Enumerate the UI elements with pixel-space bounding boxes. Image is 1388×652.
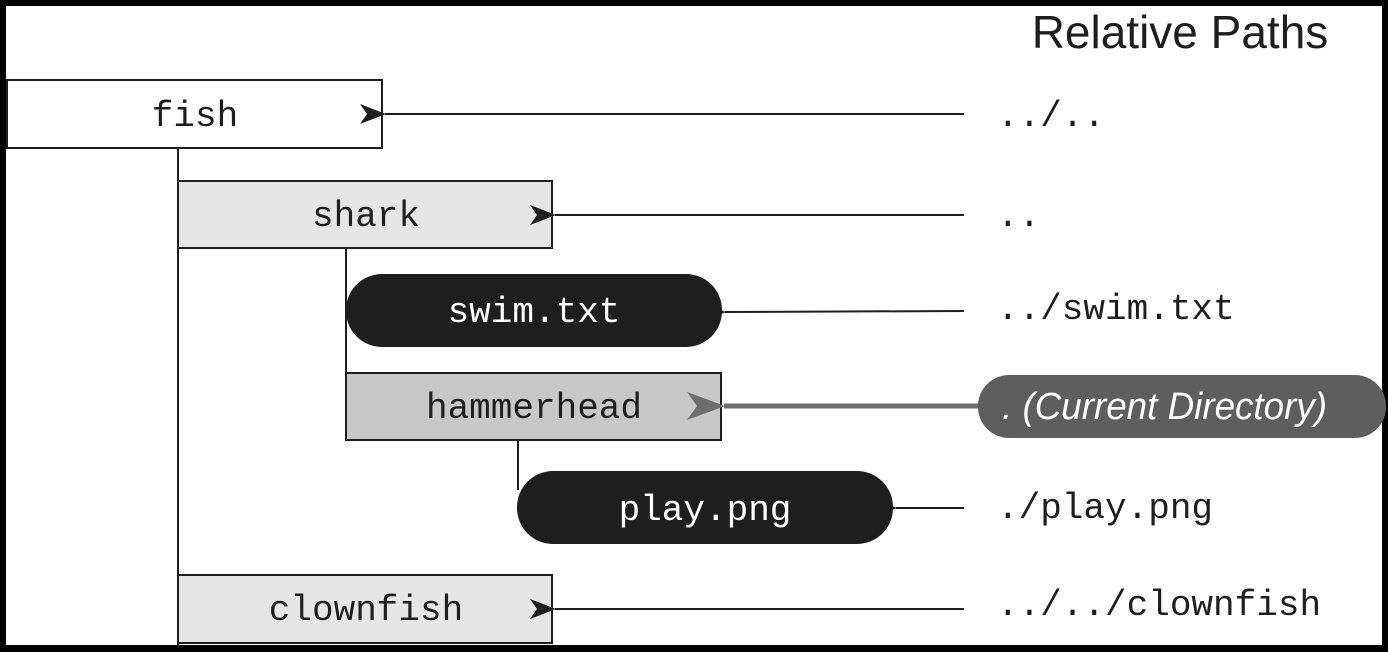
node-clownfish[interactable]: clownfish [177,574,553,644]
relative-path-shark: .. [997,196,1040,237]
arrows [360,104,985,619]
relative-path-clownfish: ../../clownfish [997,585,1321,626]
node-hammerhead[interactable]: hammerhead [345,372,722,441]
file-pill-play-png [517,471,893,544]
relative-path-play-png: ./play.png [997,488,1213,529]
file-pill-swim-txt [346,274,722,347]
directory-box-clownfish [177,574,553,644]
relative-path-hammerhead: . (Current Directory) [1002,386,1327,428]
node-play-png[interactable]: play.png [517,471,893,544]
relative-path-fish: ../.. [997,96,1105,137]
directory-label-fish: fish [152,96,238,137]
directory-label-clownfish: clownfish [269,590,463,631]
current-directory-badge: . (Current Directory) [978,375,1386,438]
diagram-title: Relative Paths [1032,6,1329,58]
directory-label-shark: shark [312,196,420,237]
directory-box-fish [6,79,383,149]
node-swim-txt[interactable]: swim.txt [346,274,722,347]
directory-label-hammerhead: hammerhead [426,388,642,429]
node-shark[interactable]: shark [177,180,553,249]
node-fish[interactable]: fish [6,79,383,149]
relative-path-swim-txt: ../swim.txt [997,289,1235,330]
directory-box-hammerhead [345,372,722,441]
file-label-swim-txt: swim.txt [448,292,621,333]
file-label-play-png: play.png [619,490,792,531]
current-directory-pill [978,375,1386,438]
arrow-left-icon [699,302,965,323]
